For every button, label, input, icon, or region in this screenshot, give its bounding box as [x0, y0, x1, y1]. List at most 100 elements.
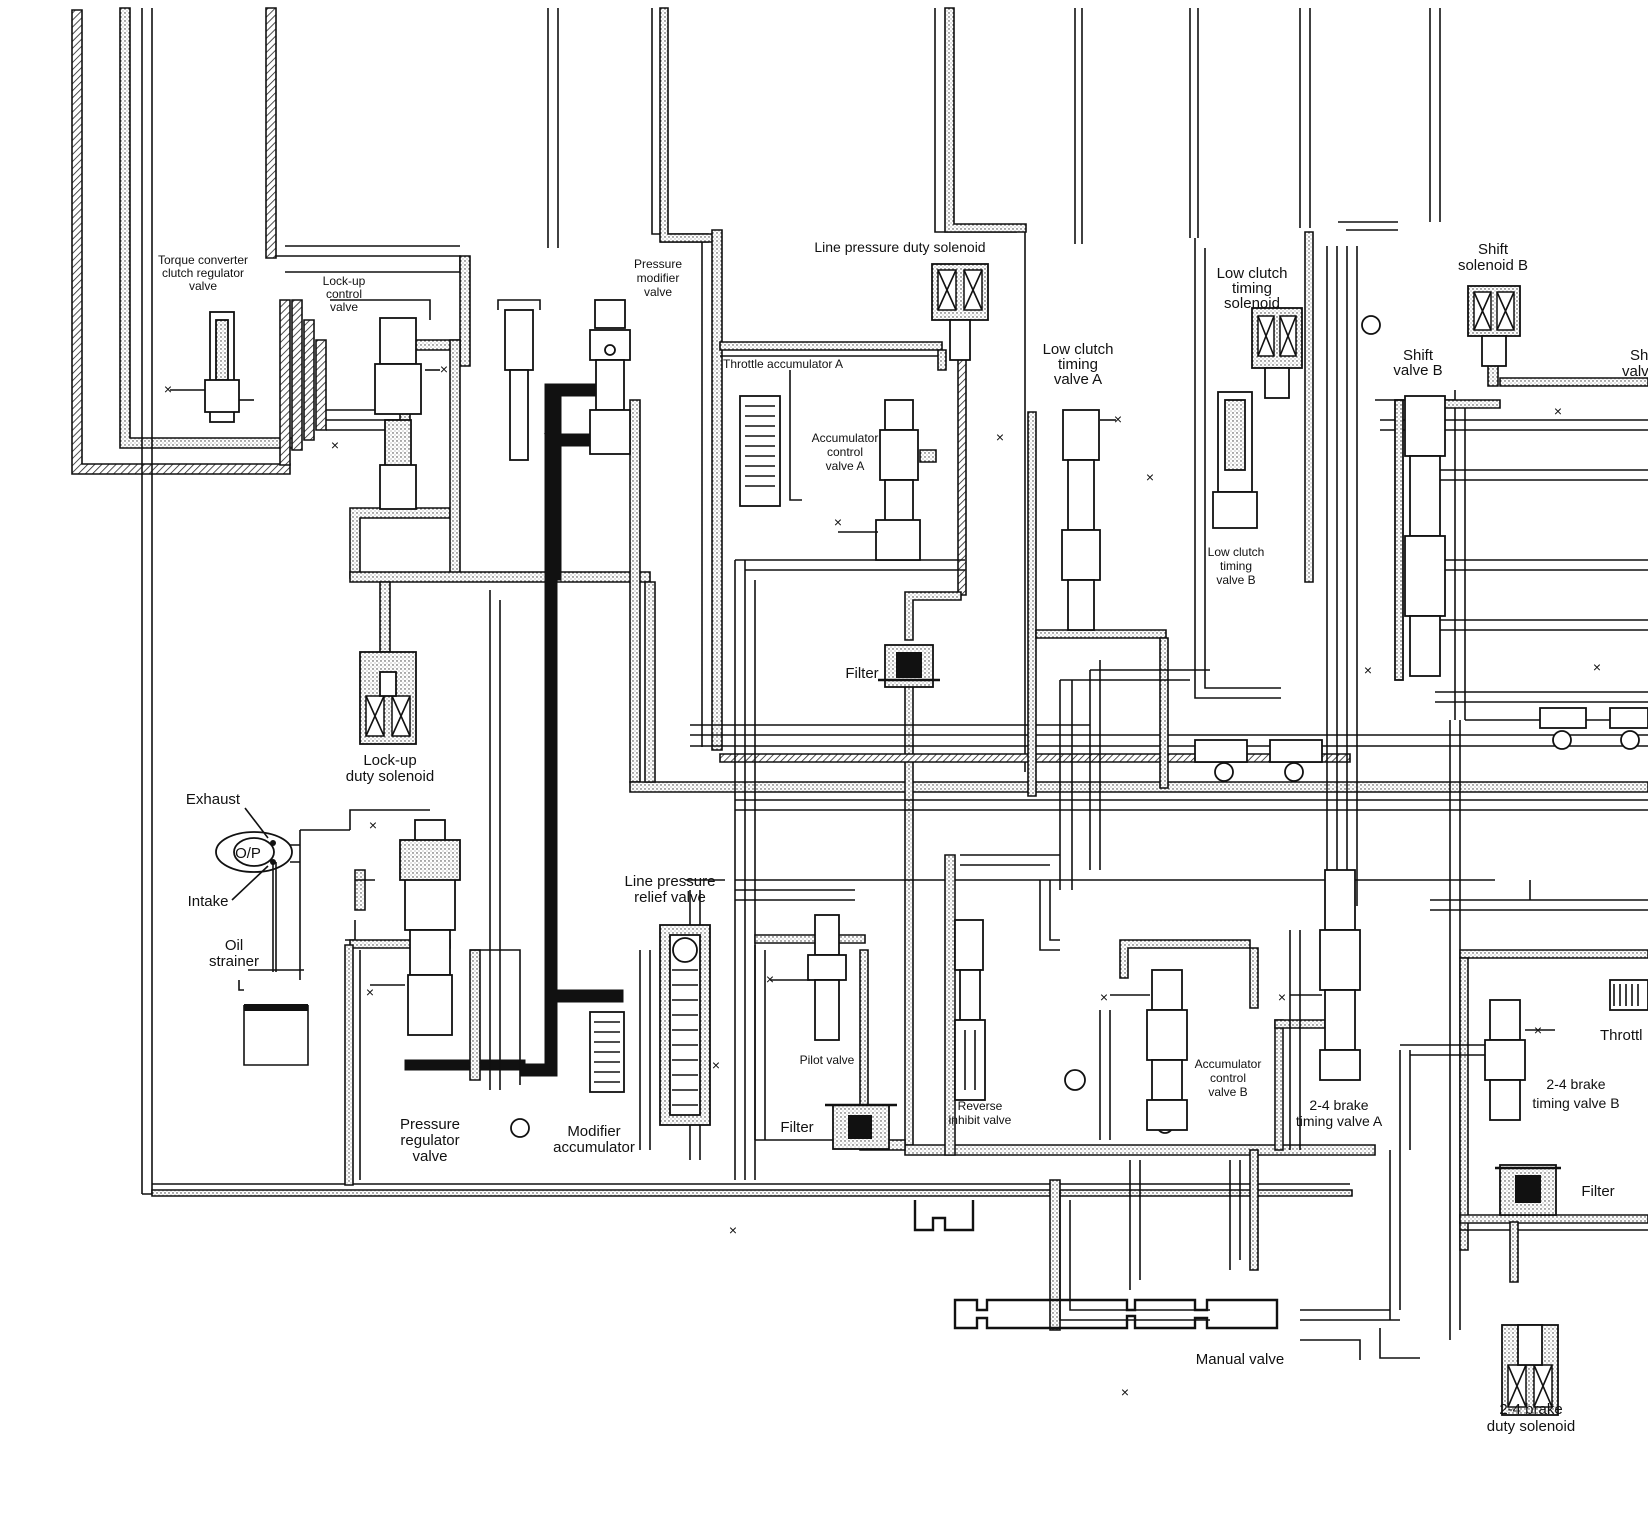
low-clutch-timing-solenoid: [1251, 307, 1303, 399]
label-brake-24-timing-b: 2-4 brake: [1546, 1076, 1605, 1092]
label-low-clutch-timing-valve-b-3: valve B: [1216, 573, 1255, 587]
reverse-inhibit-valve: [954, 919, 986, 1101]
label-filter-right: Filter: [1581, 1183, 1614, 1200]
brake-24-timing-valve-a: [1290, 869, 1361, 1081]
shift-valve-b: [1394, 395, 1446, 681]
label-lockup-duty-solenoid-2: duty solenoid: [346, 768, 434, 785]
exhaust-mark: ×: [1278, 989, 1286, 1005]
label-filter-upper: Filter: [845, 665, 878, 682]
exhaust-mark: ×: [1554, 403, 1562, 419]
exhaust-mark: ×: [369, 817, 377, 833]
label-exhaust: Exhaust: [186, 791, 241, 808]
exhaust-marks: × × × × × × × × × × × × × × × × × × ×: [164, 361, 1601, 1400]
brake-24-duty-solenoid: [1501, 1324, 1559, 1416]
filter-upper: [878, 644, 940, 688]
pipe-network: [71, 7, 1648, 1340]
label-lockup-control-3: valve: [330, 300, 358, 314]
label-pressure-modifier: Pressure: [634, 257, 682, 271]
manual-valve: [953, 1298, 1420, 1360]
exhaust-mark: ×: [996, 429, 1004, 445]
label-shift-solenoid-b-2: solenoid B: [1458, 257, 1528, 274]
label-torque-converter-regulator: Torque converter: [158, 253, 248, 267]
label-accumulator-control-b-2: control: [1210, 1071, 1246, 1085]
label-manual-valve: Manual valve: [1196, 1351, 1284, 1368]
modifier-accumulator: [510, 1011, 625, 1138]
exhaust-mark: ×: [331, 437, 339, 453]
exhaust-mark: ×: [1364, 662, 1372, 678]
filter-right: [1495, 1164, 1561, 1216]
label-accumulator-control-b-3: valve B: [1208, 1085, 1247, 1099]
label-brake-24-duty-solenoid: 2-4 brake: [1499, 1401, 1562, 1418]
label-low-clutch-timing-valve-a: Low clutch: [1043, 341, 1114, 358]
exhaust-mark: ×: [729, 1222, 737, 1238]
exhaust-mark: ×: [1114, 411, 1122, 427]
exhaust-mark: ×: [1100, 989, 1108, 1005]
label-shift-valve-b: Shift: [1403, 347, 1434, 364]
label-reverse-inhibit: Reverse: [958, 1099, 1003, 1113]
label-oil-strainer-2: strainer: [209, 953, 259, 970]
label-pressure-modifier-2: modifier: [637, 271, 680, 285]
label-pilot-valve: Pilot valve: [800, 1053, 855, 1067]
low-clutch-timing-valve-b: [1212, 391, 1258, 529]
label-line-pressure-duty-solenoid: Line pressure duty solenoid: [814, 239, 985, 255]
label-accumulator-control-b: Accumulator: [1195, 1057, 1262, 1071]
label-torque-converter-regulator-3: valve: [189, 279, 217, 293]
label-torque-converter-regulator-2: clutch regulator: [162, 266, 244, 280]
exhaust-mark: ×: [1146, 469, 1154, 485]
label-brake-24-timing-a: 2-4 brake: [1309, 1097, 1368, 1113]
line-pressure-relief-valve: [659, 924, 711, 1126]
exhaust-mark: ×: [1121, 1384, 1129, 1400]
label-filter-mid: Filter: [780, 1119, 813, 1136]
label-brake-24-duty-solenoid-2: duty solenoid: [1487, 1418, 1575, 1435]
label-accumulator-control-a-2: control: [827, 445, 863, 459]
pressure-modifier-valve: [589, 299, 631, 455]
label-lockup-control: Lock-up: [323, 274, 366, 288]
exhaust-mark: ×: [712, 1057, 720, 1073]
label-oil-strainer: Oil: [225, 937, 243, 954]
label-low-clutch-timing-valve-b-2: timing: [1220, 559, 1252, 573]
accumulator-control-valve-a: [838, 399, 921, 561]
brake-24-timing-valve-b: [1484, 999, 1555, 1121]
accumulator-control-valve-b: [1110, 969, 1188, 1131]
line-pressure-duty-solenoid: [931, 263, 989, 361]
shift-solenoid-b: [1467, 285, 1521, 367]
label-shift-valve-cut: Sh: [1630, 347, 1648, 364]
label-throttle-cut: Throttl: [1600, 1027, 1643, 1044]
label-shift-solenoid-b: Shift: [1478, 241, 1509, 258]
label-pressure-regulator: Pressure: [400, 1116, 460, 1133]
label-shift-valve-b-2: valve B: [1393, 362, 1442, 379]
label-brake-24-timing-b-2: timing valve B: [1532, 1095, 1619, 1111]
label-low-clutch-timing-solenoid-3: solenoid: [1224, 295, 1280, 312]
label-lockup-duty-solenoid: Lock-up: [363, 752, 416, 769]
pilot-valve: [770, 914, 847, 1041]
exhaust-mark: ×: [164, 381, 172, 397]
exhaust-mark: ×: [834, 514, 842, 530]
label-low-clutch-timing-solenoid-2: timing: [1232, 280, 1272, 297]
exhaust-mark: ×: [766, 971, 774, 987]
label-brake-24-timing-a-2: timing valve A: [1296, 1113, 1383, 1129]
pressure-regulator-valve: [370, 819, 461, 1036]
label-throttle-accumulator-a: Throttle accumulator A: [723, 357, 843, 371]
label-accumulator-control-a: Accumulator: [812, 431, 879, 445]
torque-converter-regulator-valve: [170, 311, 254, 423]
label-modifier-accumulator-2: accumulator: [553, 1139, 635, 1156]
plunger-valve: [497, 299, 541, 461]
oil-strainer: [238, 969, 309, 1066]
label-pressure-modifier-3: valve: [644, 285, 672, 299]
exhaust-mark: ×: [1593, 659, 1601, 675]
label-shift-valve-cut-2: valv: [1622, 363, 1648, 380]
label-accumulator-control-a-3: valve A: [826, 459, 865, 473]
lockup-control-valve: [330, 299, 440, 510]
label-low-clutch-timing-solenoid: Low clutch: [1217, 265, 1288, 282]
lockup-duty-solenoid: [359, 651, 417, 745]
low-clutch-timing-valve-a: [1061, 409, 1116, 631]
label-intake: Intake: [188, 893, 229, 910]
label-modifier-accumulator: Modifier: [567, 1123, 620, 1140]
label-line-pressure-relief: Line pressure: [625, 873, 716, 890]
label-line-pressure-relief-2: relief valve: [634, 889, 706, 906]
label-oil-pump: O/P: [235, 845, 261, 862]
exhaust-mark: ×: [1534, 1022, 1542, 1038]
throttle-accumulator-cut: [1609, 979, 1648, 1011]
label-low-clutch-timing-valve-a-2: timing: [1058, 356, 1098, 373]
